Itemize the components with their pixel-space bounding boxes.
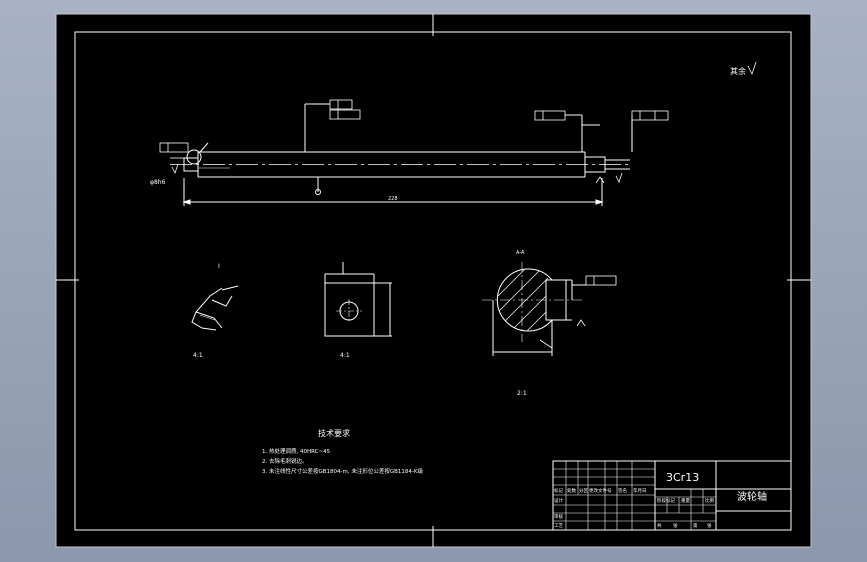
svg-text:标记: 标记 <box>554 487 563 494</box>
svg-text:审核: 审核 <box>554 513 563 520</box>
section-view-a-a <box>482 262 617 356</box>
tolerance-frame-top-middle <box>534 110 566 121</box>
svg-text:其余: 其余 <box>730 66 746 76</box>
roughness-note: 其余 <box>730 61 757 76</box>
svg-text:3. 未注线性尺寸公差按GB1804-m, 未注形位公差按G: 3. 未注线性尺寸公差按GB1804-m, 未注形位公差按GB1184-K级 <box>262 467 423 475</box>
technical-requirements: 技术要求 1. 热处理调质, 40HRC~45 2. 去除毛刺锐边。 3. 未注… <box>262 428 423 475</box>
svg-text:年月日: 年月日 <box>633 487 647 494</box>
section-label: A-A <box>516 250 525 256</box>
part-name-text: 波轮轴 <box>737 490 767 503</box>
svg-text:共: 共 <box>657 522 662 529</box>
detail-scale: 4:1 <box>193 352 203 359</box>
roughness-symbols-shaft <box>171 163 623 184</box>
svg-text:张: 张 <box>707 522 712 529</box>
title-block <box>552 460 792 531</box>
overall-length-dim: 228 <box>388 196 398 202</box>
svg-text:第: 第 <box>693 522 698 529</box>
centering-marks <box>56 14 811 547</box>
svg-text:张: 张 <box>673 522 678 529</box>
tolerance-frame-top-right <box>631 110 669 121</box>
svg-text:技术要求: 技术要求 <box>318 428 350 438</box>
paper <box>55 13 812 548</box>
title-block-labels: 标记 处数 分区 更改文件号 签名 年月日 设计 审核 工艺 阶段标记 重量 比… <box>554 487 714 529</box>
detail-view-i <box>191 285 239 331</box>
left-dimension-text: φ8h6 <box>150 179 166 186</box>
svg-text:分区: 分区 <box>579 487 588 494</box>
svg-text:1. 热处理调质, 40HRC~45: 1. 热处理调质, 40HRC~45 <box>262 447 331 455</box>
svg-text:比例: 比例 <box>705 497 714 504</box>
svg-text:2. 去除毛刺锐边。: 2. 去除毛刺锐边。 <box>262 457 308 465</box>
tolerance-frame-top-left <box>329 99 361 120</box>
shaft-main-view <box>170 103 633 206</box>
section-scale: 2:1 <box>517 390 527 397</box>
svg-text:重量: 重量 <box>681 497 690 504</box>
square-end-view <box>324 262 392 337</box>
material-text: 3Cr13 <box>666 471 699 484</box>
svg-text:设计: 设计 <box>554 497 563 504</box>
svg-text:工艺: 工艺 <box>554 523 563 529</box>
svg-text:更改文件号: 更改文件号 <box>589 487 612 494</box>
svg-text:阶段标记: 阶段标记 <box>657 497 675 504</box>
square-scale: 4:1 <box>340 352 350 359</box>
svg-text:签名: 签名 <box>618 487 627 494</box>
detail-label: I <box>218 263 220 270</box>
svg-text:处数: 处数 <box>567 487 576 494</box>
tolerance-frame-left <box>159 142 189 159</box>
